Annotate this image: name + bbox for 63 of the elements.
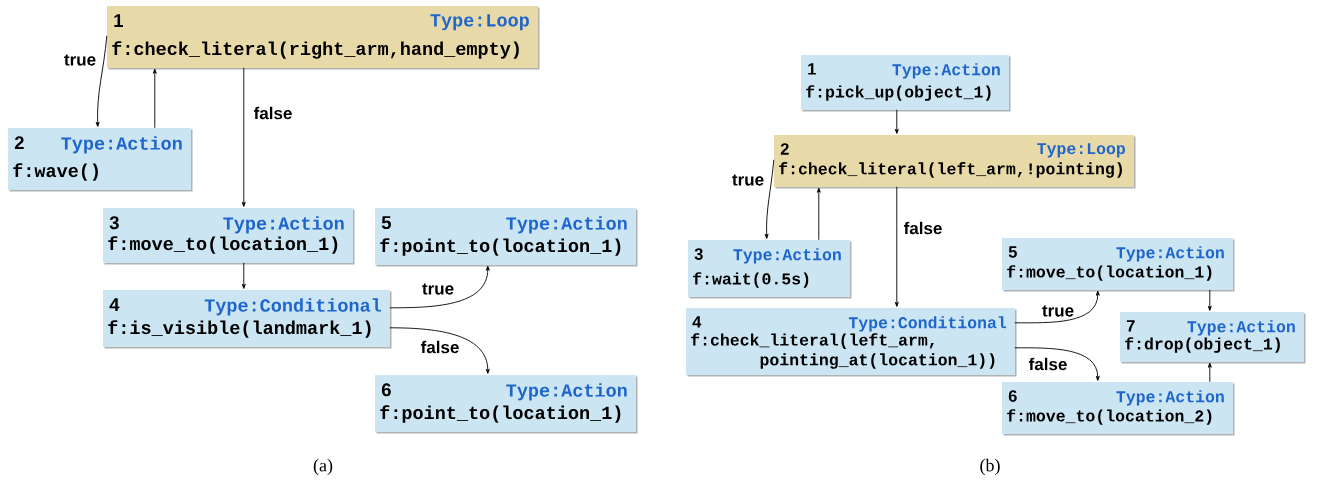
type-label: Type:Action <box>506 383 627 401</box>
edge-label: false <box>419 339 461 355</box>
caption: (b) <box>980 458 1000 476</box>
edge-label: true <box>420 282 456 296</box>
function-label: f:is_visible(landmark_1) <box>108 320 371 338</box>
type-label: Type:Action <box>1187 320 1295 336</box>
node-number: 4 <box>109 298 120 311</box>
type-label: Type:Action <box>223 216 344 234</box>
type-label: Type:Action <box>61 136 182 154</box>
type-label: Type:Action <box>1116 390 1224 406</box>
node-number: 6 <box>1008 390 1017 402</box>
type-label: Type:Action <box>506 216 627 234</box>
function-label: f:point_to(location_1) <box>380 405 621 423</box>
function-label: f:check_literal(left_arm, pointing_at(location_1)) <box>691 333 995 369</box>
node-number: 1 <box>808 63 816 75</box>
arrow <box>389 265 490 309</box>
function-label: f:wait(0.5s) <box>693 272 809 288</box>
edge-label: false <box>1027 356 1069 372</box>
arrow <box>764 159 775 239</box>
edge-label: false <box>902 220 944 236</box>
function-label: f:drop(object_1) <box>1125 337 1280 353</box>
node-number: 1 <box>114 14 123 27</box>
node-number: 3 <box>694 248 703 260</box>
type-label: Type:Loop <box>1037 143 1125 158</box>
arrow <box>241 67 246 207</box>
arrow <box>389 327 490 374</box>
node-number: 5 <box>1008 246 1017 258</box>
function-label: f:check_literal(left_arm,!pointing) <box>779 162 1122 178</box>
arrow <box>1014 347 1100 381</box>
type-label: Type:Action <box>733 248 841 264</box>
type-label: Type:Loop <box>430 14 529 31</box>
function-label: f:move_to(location_2) <box>1007 409 1212 425</box>
type-label: Type:Action <box>1116 246 1224 262</box>
node-number: 6 <box>381 383 391 397</box>
function-label: f:pick_up(object_1) <box>806 85 991 101</box>
arrow <box>1207 362 1212 383</box>
arrow <box>1207 289 1212 311</box>
node-number: 2 <box>14 136 24 150</box>
node-number: 3 <box>109 216 119 230</box>
arrow <box>816 187 821 241</box>
caption: (a) <box>313 458 333 476</box>
function-label: f:point_to(location_1) <box>380 238 621 256</box>
type-label: Type:Conditional <box>204 298 382 316</box>
arrow <box>241 262 246 289</box>
node-number: 4 <box>692 316 702 328</box>
type-label: Type:Action <box>892 63 1000 79</box>
edge-label: true <box>62 53 98 67</box>
function-label: f:move_to(location_1) <box>1007 265 1212 281</box>
arrow <box>1014 290 1100 324</box>
arrow <box>95 35 108 127</box>
node-number: 5 <box>381 216 391 230</box>
function-label: f:check_literal(right_arm,hand_empty) <box>112 41 519 59</box>
node-number: 2 <box>780 143 789 155</box>
arrow <box>894 186 899 307</box>
arrow <box>152 68 157 129</box>
arrow <box>894 109 899 134</box>
edge-label: true <box>1040 304 1076 318</box>
type-label: Type:Conditional <box>848 316 1007 332</box>
function-label: f:move_to(location_1) <box>108 236 338 254</box>
edge-label: true <box>730 173 766 187</box>
function-label: f:wave() <box>13 163 98 181</box>
edge-label: false <box>252 105 294 121</box>
node-number: 7 <box>1126 320 1135 332</box>
